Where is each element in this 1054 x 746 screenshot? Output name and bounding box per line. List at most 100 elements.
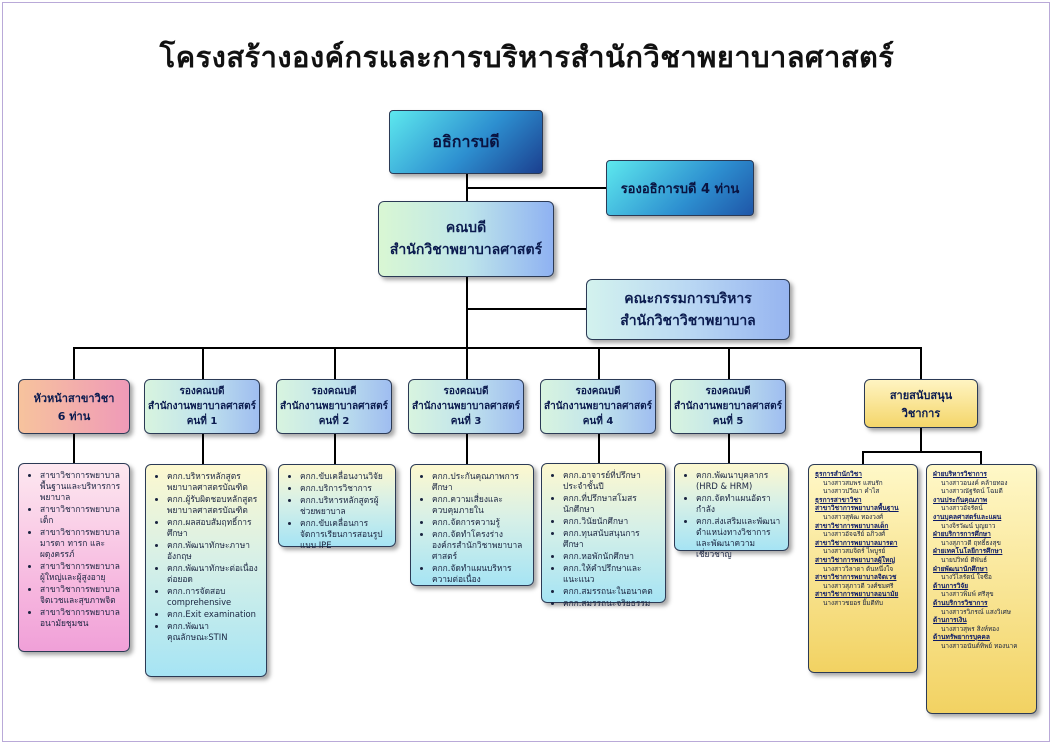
committee-item: คกก.การจัดสอบ comprehensive <box>167 586 260 608</box>
support-staff-name: นางสาวอนันต์ทิพย์ ทองนาค <box>941 641 1018 650</box>
department-heads-line1: หัวหน้าสาขาวิชา <box>33 391 115 405</box>
connector-support-right <box>980 451 982 464</box>
support-staff-name: นางสาวณัฐรัตน์ โฉมดี <box>941 487 1003 496</box>
support-staff-name: นางวิไลรัตน์ ใจซื่อ <box>941 573 992 582</box>
associate-dean-3-line3: คนที่ 3 <box>450 416 482 427</box>
associate-dean-2-line3: คนที่ 2 <box>318 416 350 427</box>
connector-assoc-5-list <box>728 434 730 463</box>
support-staff-name: นางสาวรวิภรณ์ แสงวิเศษ <box>941 607 1011 616</box>
department-item: สาขาวิชาการพยาบาลจิตเวชและสุขภาพจิต <box>40 584 123 606</box>
department-item: สาขาวิชาการพยาบาลมารดา ทารก และผดุงครรภ์ <box>40 527 123 560</box>
associate-dean-4-line1: รองคณบดี <box>575 386 621 397</box>
committee-box: คณะกรรมการบริหาร สำนักวิชาวิชาพยาบาล <box>586 279 790 340</box>
support-staff-name: นายปวิทย์ ดีพันธ์ <box>941 555 987 564</box>
support-section-heading: สาขาวิชาการพยาบาลพื้นฐาน <box>815 504 899 513</box>
connector-assoc-3-list <box>466 434 468 464</box>
committee-item: คกก.ขับเคลื่อนการจัดการเรียนการสอนรูปแบบ… <box>300 518 389 551</box>
committee-item: คกก.สมรรถนะในอนาคต <box>563 586 659 597</box>
support-staff-name: นางสาวสมจิตร์ ไพบูรย์ <box>823 547 886 556</box>
support-staff-name: นางสาวอัจรัตน์ <box>941 504 983 513</box>
support-section-heading: ฝ่ายบริการการศึกษา <box>933 530 991 539</box>
committee-item: คกก.ความเสี่ยงและควบคุมภายใน <box>432 494 527 516</box>
support-staff-name: นางสาวสมพร แสนรัก <box>823 478 883 487</box>
committee-label-line1: คณะกรรมการบริหาร <box>624 290 752 307</box>
support-section-heading: สาขาวิชาการพยาบาลผู้ใหญ่ <box>815 555 895 564</box>
associate-dean-4-line2: สำนักงานพยาบาลศาสตร์ <box>543 401 653 412</box>
connector-drop-support <box>920 347 922 379</box>
committee-item: คกก.ประกันคุณภาพการศึกษา <box>432 471 527 493</box>
support-staff-right-panel: ฝ่ายบริหารวิชาการนางสาวอนงค์ คล้ายทองนาง… <box>926 464 1037 714</box>
support-section-heading: ธุรการสำนักวิชา <box>815 470 862 478</box>
committee-item: คกก.วินัยนักศึกษา <box>563 516 659 527</box>
support-staff-name: นางสาวชยอร ยิ้มดีทับ <box>823 598 883 607</box>
committee-item: คกก.ส่งเสริมและพัฒนาตำแหน่งทางวิชาการและ… <box>696 516 782 560</box>
connector-support-bus <box>862 451 981 453</box>
associate-dean-1-box: รองคณบดี สำนักงานพยาบาลศาสตร์ คนที่ 1 <box>144 379 260 434</box>
support-section-heading: ฝ่ายพัฒนานักศึกษา <box>933 564 988 573</box>
support-staff-name: นางสาวพิมพ์ ศรีสุข <box>941 590 994 599</box>
support-staff-name: นางสาวอนงค์ คล้ายทอง <box>941 478 1008 487</box>
committee-item: คกก.บริหารหลักสูตรพยาบาลศาสตรบัณฑิต <box>167 471 260 493</box>
support-section-heading: ด้านบริการวิชาการ <box>933 598 988 607</box>
connector-drop-assoc-3 <box>466 347 468 379</box>
connector-drop-assoc-5 <box>728 347 730 379</box>
associate-dean-4-box: รองคณบดี สำนักงานพยาบาลศาสตร์ คนที่ 4 <box>540 379 656 434</box>
support-staff-name: นางสาววิลาดา ต้นหนึ่งใจ <box>823 564 894 573</box>
committee-item: คกก.ผลสอบสัมฤทธิ์การศึกษา <box>167 517 260 539</box>
vice-presidents-box: รองอธิการบดี 4 ท่าน <box>606 160 754 216</box>
support-section-heading: สาขาวิชาการพยาบาลเด็ก <box>815 521 889 530</box>
associate-dean-1-line1: รองคณบดี <box>179 386 225 397</box>
connector-drop-assoc-1 <box>202 347 204 379</box>
associate-dean-5-line2: สำนักงานพยาบาลศาสตร์ <box>673 401 783 412</box>
connector-assoc-1-list <box>202 434 204 464</box>
connector-assoc-4-list <box>598 434 600 463</box>
associate-dean-4-line3: คนที่ 4 <box>582 416 614 427</box>
connector-support-left <box>862 451 864 464</box>
support-staff-left-panel: ธุรการสำนักวิชานางสาวสมพร แสนรักนางสาวปว… <box>808 464 918 673</box>
connector-vp <box>467 187 606 189</box>
vice-presidents-label: รองอธิการบดี 4 ท่าน <box>620 181 740 197</box>
associate-dean-3-line1: รองคณบดี <box>443 386 489 397</box>
support-section-heading: สาขาวิชาการพยาบาลอนามัย <box>815 590 899 599</box>
committee-item: คกก.หอพักนักศึกษา <box>563 551 659 562</box>
associate-dean-2-line2: สำนักงานพยาบาลศาสตร์ <box>279 401 389 412</box>
support-staff-name: นางสุภาวดี ฤทธิ์ธงสุข <box>941 538 1001 547</box>
support-section-heading: ธุรการสาขาวิชา <box>815 495 862 504</box>
committee-item: คกก.Exit examination <box>167 609 260 620</box>
department-heads-line2: 6 ท่าน <box>57 409 91 423</box>
dean-label-line2: สำนักวิชาพยาบาลศาสตร์ <box>389 242 543 258</box>
committee-item: คกก.จัดทำแผนบริหารความต่อเนื่อง <box>432 563 527 585</box>
support-staff-name: นางสาวอัจฉรีย์ อภิวงศ์ <box>823 530 886 539</box>
associate-dean-4-committees: คกก.อาจารย์ที่ปรึกษาประจำชั้นปี คกก.ที่ป… <box>541 463 666 608</box>
associate-dean-2-box: รองคณบดี สำนักงานพยาบาลศาสตร์ คนที่ 2 <box>276 379 392 434</box>
support-staff-name: นางจิรวัฒน์ บุญยาว <box>941 521 996 530</box>
connector-horizontal-bus <box>73 347 921 349</box>
support-section-heading: ด้านการเงิน <box>933 616 967 625</box>
support-section-heading: ฝ่ายบริหารวิชาการ <box>933 470 987 478</box>
support-section-heading: สาขาวิชาการพยาบาลจิตเวช <box>815 573 897 582</box>
support-section-heading: ด้านการวิจัย <box>933 581 969 590</box>
associate-dean-3-box: รองคณบดี สำนักงานพยาบาลศาสตร์ คนที่ 3 <box>408 379 524 434</box>
committee-item: คกก.ขับเคลื่อนงานวิจัย <box>300 471 389 482</box>
associate-dean-1-committees: คกก.บริหารหลักสูตรพยาบาลศาสตรบัณฑิต คกก.… <box>145 464 267 677</box>
academic-support-line1: สายสนับสนุน <box>889 388 953 402</box>
committee-item: คกก.พัฒนาทักษะต่อเนื่องต่อยอด <box>167 563 260 585</box>
committee-item: คกก.พัฒนาบุคลากร (HRD & HRM) <box>696 470 782 492</box>
associate-dean-2-line1: รองคณบดี <box>311 386 357 397</box>
department-item: สาขาวิชาการพยาบาลเด็ก <box>40 504 123 526</box>
support-staff-name: นางสาวสุภาวดี วงศ์ชมศรี <box>823 581 894 590</box>
associate-dean-1-line2: สำนักงานพยาบาลศาสตร์ <box>147 401 257 412</box>
support-staff-name: นางสาวสุพร สิงห์ทอง <box>941 624 1000 633</box>
committee-item: คกก.พัฒนาทักษะภาษาอังกฤษ <box>167 540 260 562</box>
dean-label-line1: คณบดี <box>445 220 487 236</box>
committee-item: คกก.จัดการความรู้ <box>432 517 527 528</box>
committee-item: คกก.จัดทำแผนอัตรากำลัง <box>696 493 782 515</box>
department-item: สาขาวิชาการพยาบาลผู้ใหญ่และผู้สูงอายุ <box>40 561 123 583</box>
support-staff-name: นางสาวสุพัฒ ทองวงศ์ <box>823 512 884 521</box>
associate-dean-5-line1: รองคณบดี <box>705 386 751 397</box>
committee-item: คกก.ผู้รับผิดชอบหลักสูตรพยาบาลศาสตรบัณฑิ… <box>167 494 260 516</box>
connector-drop-assoc-4 <box>598 347 600 379</box>
support-section-heading: สาขาวิชาการพยาบาลมารดา <box>815 538 898 547</box>
support-section-heading: งานบุคลศาสตร์และแผน <box>933 512 1002 521</box>
